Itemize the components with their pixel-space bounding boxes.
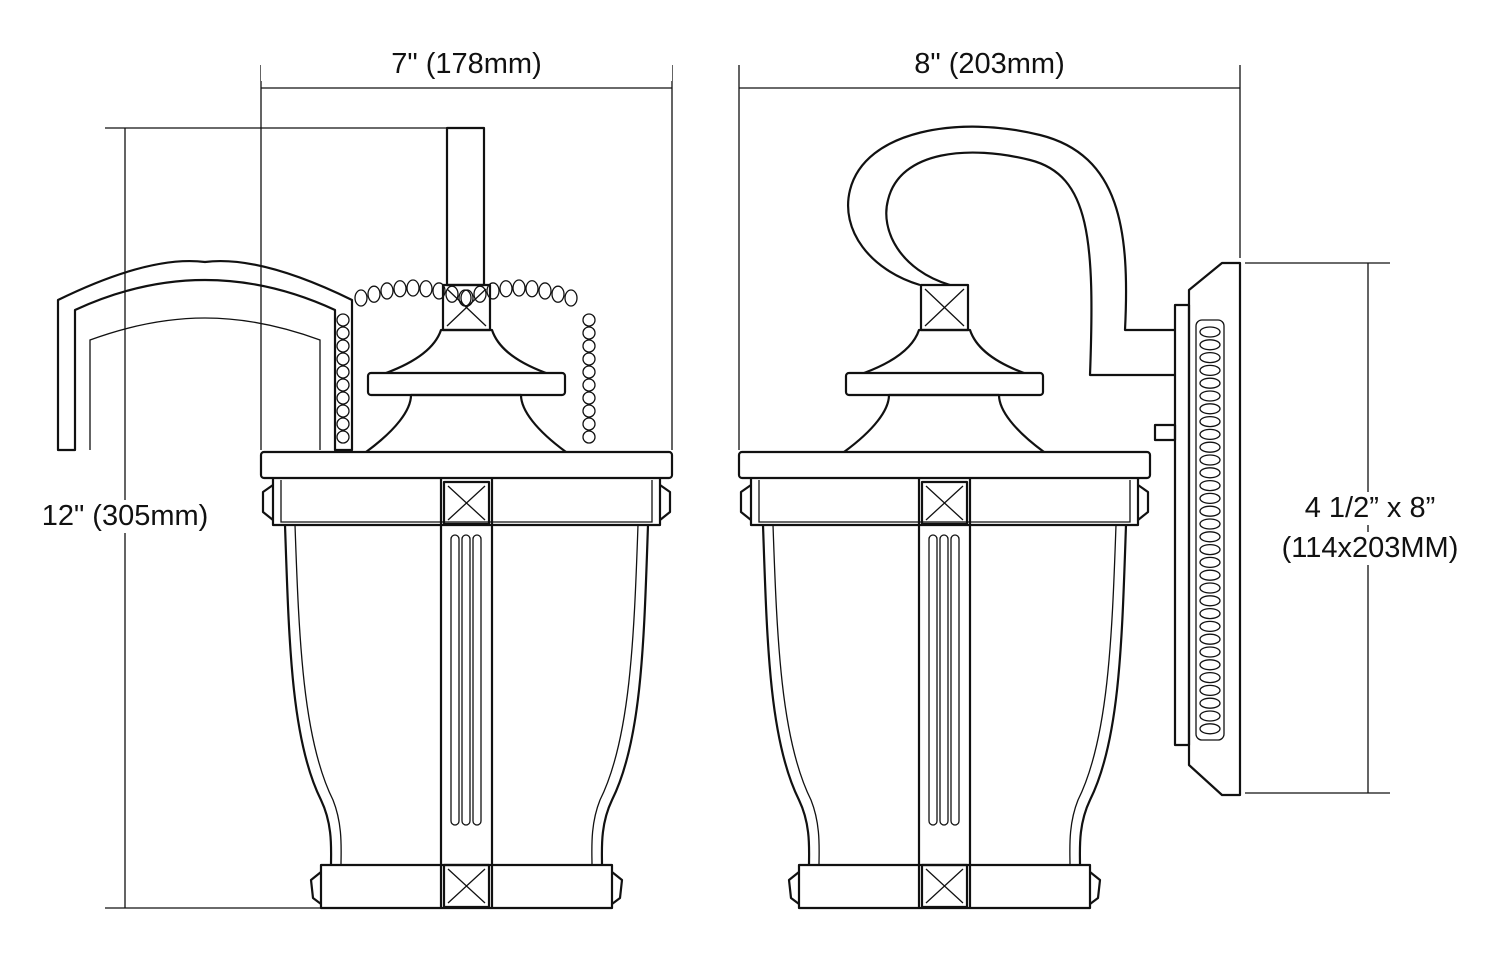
side-view-lantern: [737, 125, 1242, 910]
scroll-arm: [847, 125, 1175, 332]
dimension-backplate: 4 1/2” x 8”: [1260, 492, 1480, 525]
lantern-body-front: [259, 283, 674, 910]
arch-beads: [336, 279, 596, 444]
lantern-body-side: [737, 283, 1152, 910]
arch-frame: [56, 259, 354, 452]
backplate: [1173, 303, 1191, 747]
dimension-front-width: 7" (178mm): [261, 48, 672, 81]
dimension-lines: [105, 65, 1390, 909]
stem: [445, 126, 486, 287]
dimension-backplate-metric: (114x203MM): [1260, 532, 1480, 565]
dimension-height: 12" (305mm): [25, 500, 225, 533]
dimension-side-depth: 8" (203mm): [914, 48, 1065, 80]
front-view-lantern: [56, 126, 674, 910]
